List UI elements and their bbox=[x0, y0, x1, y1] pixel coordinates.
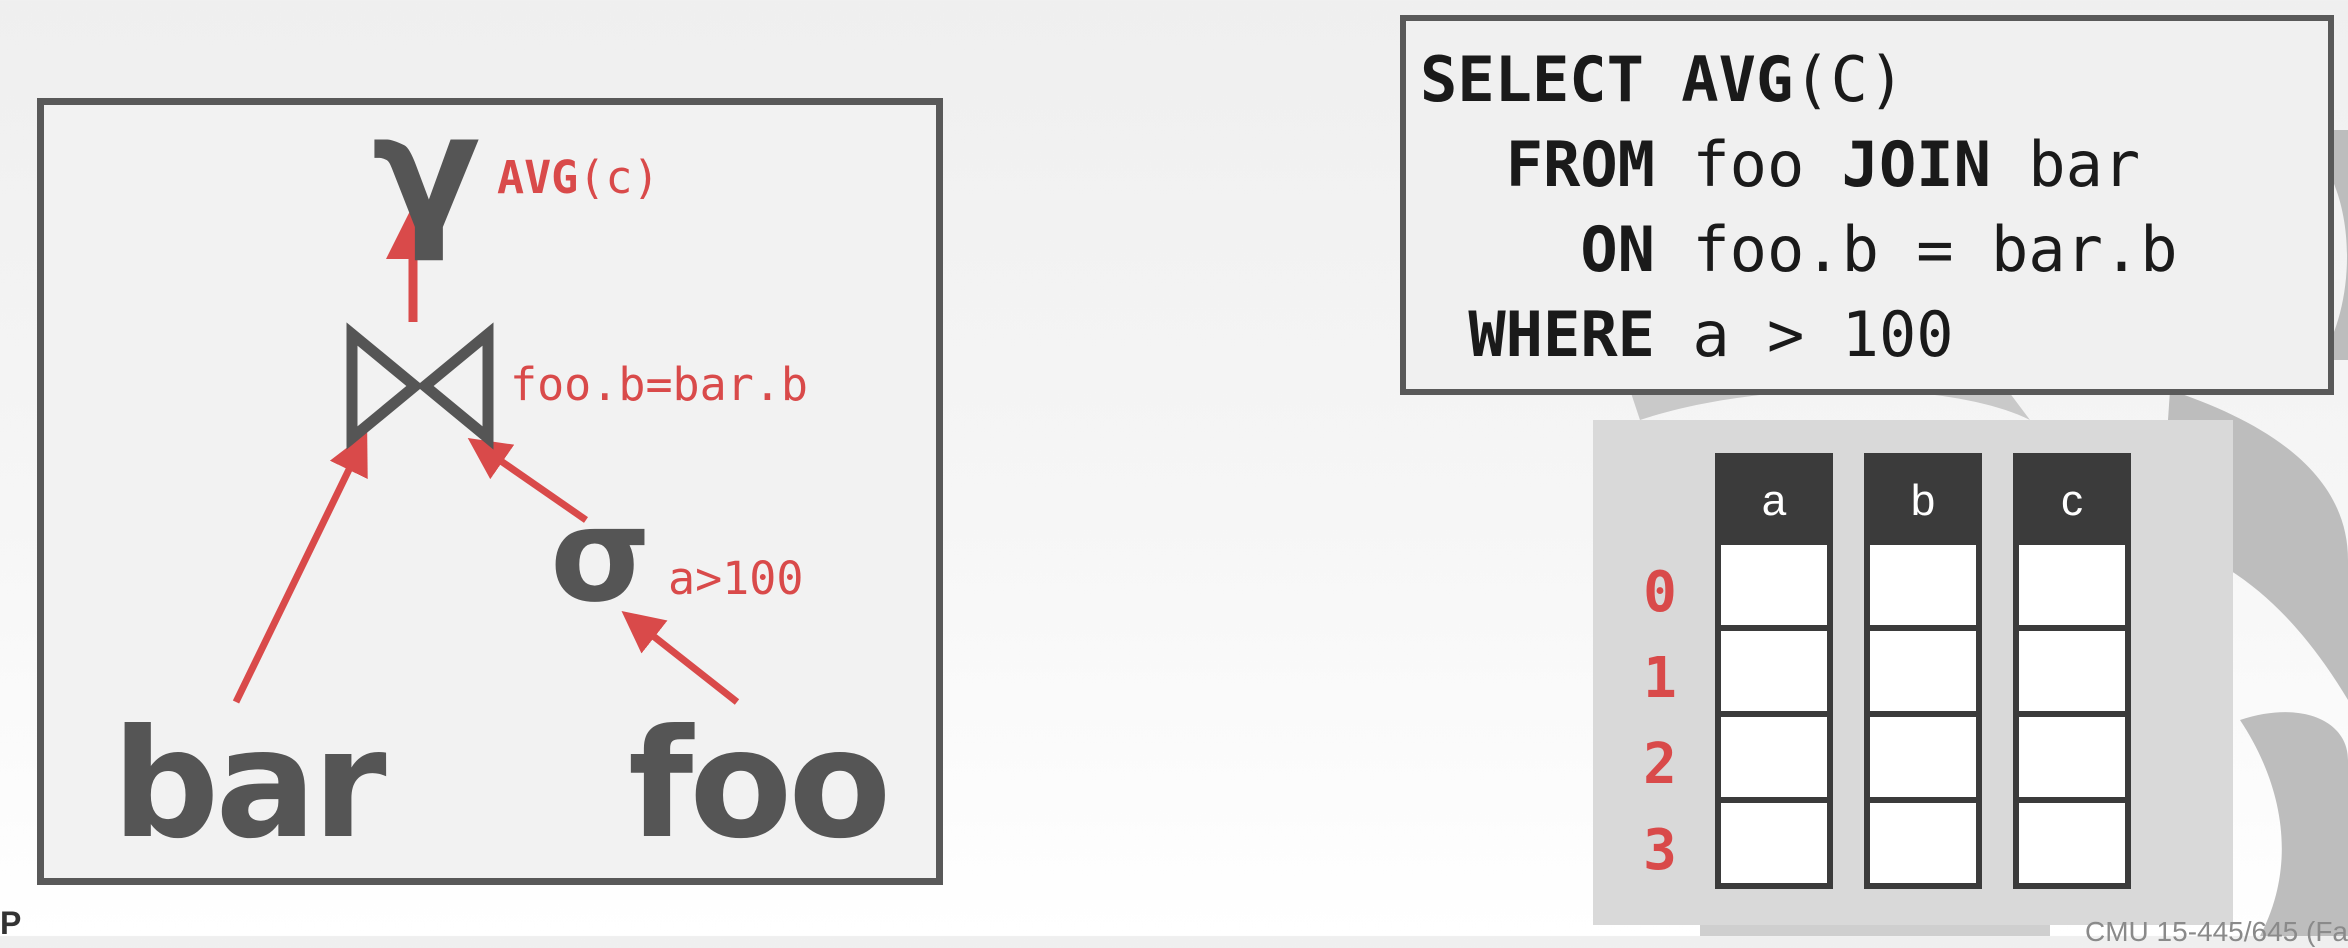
table-cell bbox=[1870, 803, 1976, 883]
table-cell bbox=[1721, 631, 1827, 711]
column-header-c: c bbox=[2061, 476, 2083, 525]
select-predicate: a>100 bbox=[668, 552, 804, 605]
sql-keyword-join: JOIN bbox=[1841, 128, 1991, 201]
sql-keyword-on: ON bbox=[1580, 213, 1655, 286]
sql-keyword-select: SELECT bbox=[1420, 43, 1644, 116]
aggregate-icon: γ bbox=[372, 78, 481, 265]
footer-left-text: P bbox=[0, 905, 22, 941]
sql-on-condition: foo.b = bar.b bbox=[1692, 213, 2178, 286]
row-index-1: 1 bbox=[1643, 646, 1677, 711]
table-cell bbox=[1721, 717, 1827, 797]
sql-line-where: WHERE a > 100 bbox=[1420, 292, 2328, 377]
query-plan-panel bbox=[37, 98, 943, 885]
table-cell bbox=[2019, 717, 2125, 797]
column-a: a bbox=[1715, 453, 1833, 889]
sql-keyword-from: FROM bbox=[1505, 128, 1655, 201]
column-b: b bbox=[1864, 453, 1982, 889]
sql-where-condition: a > 100 bbox=[1692, 298, 1954, 371]
arrow-select-to-join bbox=[467, 438, 588, 523]
column-c: c bbox=[2013, 453, 2131, 889]
row-index-2: 2 bbox=[1643, 732, 1677, 797]
table-cell bbox=[1870, 545, 1976, 625]
sql-line-on: ON foo.b = bar.b bbox=[1420, 207, 2328, 292]
relation-bar: bar bbox=[112, 698, 387, 872]
arrow-foo-to-select bbox=[621, 611, 740, 705]
sql-line-select: SELECT AVG(C) bbox=[1420, 37, 2328, 122]
row-index-0: 0 bbox=[1643, 560, 1677, 625]
table-cell bbox=[1721, 545, 1827, 625]
sql-query-panel: SELECT AVG(C) FROM foo JOIN bar ON foo.b… bbox=[1400, 15, 2334, 395]
table-cell bbox=[1870, 717, 1976, 797]
column-header-a: a bbox=[1761, 476, 1787, 525]
sql-join-table: bar bbox=[1990, 128, 2141, 201]
select-icon: σ bbox=[550, 479, 652, 631]
join-icon bbox=[346, 322, 494, 450]
row-index-3: 3 bbox=[1643, 818, 1677, 883]
arrow-bar-to-join bbox=[232, 432, 368, 704]
table-cell bbox=[1721, 803, 1827, 883]
column-header-b: b bbox=[1910, 476, 1936, 525]
table-cell bbox=[2019, 545, 2125, 625]
sql-keyword-where: WHERE bbox=[1468, 298, 1655, 371]
aggregate-func: AVG bbox=[497, 151, 579, 204]
table-cell bbox=[2019, 803, 2125, 883]
table-cell bbox=[2019, 631, 2125, 711]
sql-line-from: FROM foo JOIN bar bbox=[1420, 122, 2328, 207]
table-cell bbox=[1870, 631, 1976, 711]
aggregate-arg: (c) bbox=[578, 151, 660, 204]
sql-avg-arg: (C) bbox=[1793, 43, 1906, 116]
aggregate-annotation: AVG(c) bbox=[497, 155, 660, 200]
join-condition: foo.b=bar.b bbox=[510, 358, 809, 411]
column-store-table: a b c bbox=[1593, 420, 2233, 925]
footer-course-text: CMU 15-445/645 (Fa bbox=[2085, 916, 2348, 947]
sql-from-table: foo bbox=[1692, 128, 1842, 201]
sql-avg-func: AVG bbox=[1681, 43, 1794, 116]
relation-foo: foo bbox=[628, 698, 891, 872]
